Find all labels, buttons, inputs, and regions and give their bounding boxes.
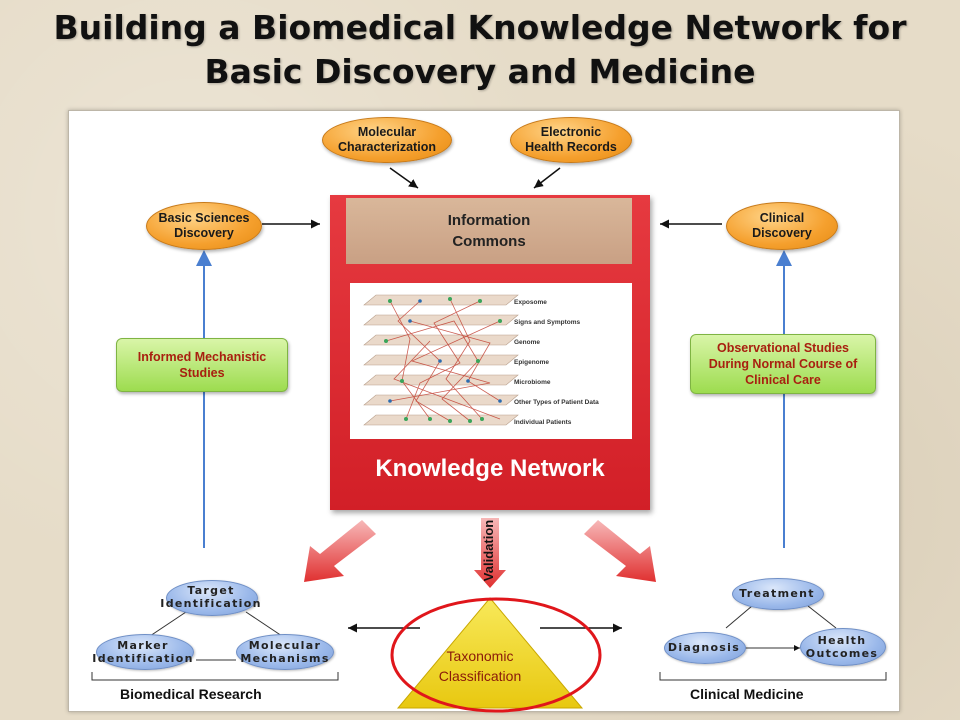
taxonomic-line-2: Classification — [438, 668, 522, 684]
observational-studies-label: Observational Studies During Normal Cour… — [708, 341, 858, 387]
layer-label-exposome: Exposome — [514, 299, 547, 306]
taxonomic-classification-label: Taxonomic Classification — [400, 646, 560, 686]
layer-label-genome: Genome — [514, 339, 540, 346]
clinical-discovery-oval: Clinical Discovery — [726, 202, 838, 250]
knowledge-layers-graphic: Exposome Signs and Symptoms Genome Epige… — [363, 294, 599, 426]
red-arrow-left — [304, 520, 376, 582]
marker-identification-label: Marker Identification — [78, 639, 208, 665]
layer-label-epigenome: Epigenome — [514, 359, 549, 366]
knowledge-layers-panel: Exposome Signs and Symptoms Genome Epige… — [350, 283, 632, 439]
clinical-bracket — [659, 672, 887, 681]
target-identification-line-1: Target — [187, 584, 235, 597]
research-bracket — [91, 672, 339, 681]
title-line-2: Basic Discovery and Medicine — [204, 52, 756, 91]
red-arrow-right — [584, 520, 656, 582]
marker-identification-line-2: Identification — [92, 652, 194, 665]
slide-title: Building a Biomedical Knowledge Network … — [0, 6, 960, 94]
health-outcomes-label: Health Outcomes — [782, 634, 902, 660]
clinical-link-2 — [807, 605, 837, 629]
validation-label-wrapper: Validation — [481, 518, 497, 582]
electronic-health-records-oval: Electronic Health Records — [510, 117, 632, 163]
marker-identification-node — [96, 634, 194, 670]
basic-sciences-discovery-label: Basic Sciences Discovery — [158, 211, 250, 240]
taxonomic-line-1: Taxonomic — [446, 648, 514, 664]
validation-label: Validation — [481, 519, 497, 581]
clinical-link-1 — [725, 605, 753, 629]
basic-sciences-discovery-oval: Basic Sciences Discovery — [146, 202, 262, 250]
layer-label-microbiome: Microbiome — [514, 379, 551, 386]
research-link-2 — [245, 611, 283, 637]
observational-studies-box: Observational Studies During Normal Cour… — [690, 334, 876, 394]
target-identification-line-2: Identification — [160, 597, 262, 610]
arrow-ehr-to-commons — [533, 167, 561, 189]
information-commons-box: Information Commons — [346, 198, 632, 264]
marker-identification-line-1: Marker — [117, 639, 169, 652]
molecular-mechanisms-line-2: Mechanisms — [240, 652, 330, 665]
target-identification-node — [166, 580, 258, 616]
informed-mechanistic-studies-box: Informed Mechanistic Studies — [116, 338, 288, 392]
clinical-medicine-label: Clinical Medicine — [690, 686, 804, 702]
clinical-discovery-label: Clinical Discovery — [752, 211, 812, 240]
diagnosis-label: Diagnosis — [667, 641, 741, 654]
electronic-health-records-label: Electronic Health Records — [525, 125, 617, 154]
health-outcomes-node — [800, 628, 886, 666]
health-outcomes-line-1: Health — [817, 634, 867, 647]
validation-arrow — [474, 518, 506, 588]
treatment-node — [732, 578, 824, 610]
information-commons-label: Information Commons — [447, 212, 531, 250]
layer-label-other: Other Types of Patient Data — [514, 399, 599, 406]
treatment-label: Treatment — [739, 587, 815, 600]
target-identification-label: Target Identification — [146, 584, 276, 610]
arrow-molecular-to-commons — [389, 167, 419, 189]
taxonomy-pyramid — [396, 597, 584, 709]
informed-mechanistic-studies-label: Informed Mechanistic Studies — [137, 350, 267, 380]
molecular-characterization-oval: Molecular Characterization — [322, 117, 452, 163]
molecular-characterization-label: Molecular Characterization — [338, 125, 436, 154]
diagnosis-node — [664, 632, 746, 664]
biomedical-research-label: Biomedical Research — [120, 686, 262, 702]
knowledge-network-label: Knowledge Network — [375, 455, 605, 482]
research-link-1 — [149, 611, 187, 637]
molecular-mechanisms-line-1: Molecular — [248, 639, 322, 652]
health-outcomes-line-2: Outcomes — [805, 647, 879, 660]
title-line-1: Building a Biomedical Knowledge Network … — [53, 8, 907, 47]
molecular-mechanisms-node — [236, 634, 334, 670]
layer-label-patients: Individual Patients — [514, 419, 572, 426]
molecular-mechanisms-label: Molecular Mechanisms — [220, 639, 350, 665]
highlight-circle — [390, 597, 602, 713]
layer-label-signs: Signs and Symptoms — [514, 319, 580, 326]
